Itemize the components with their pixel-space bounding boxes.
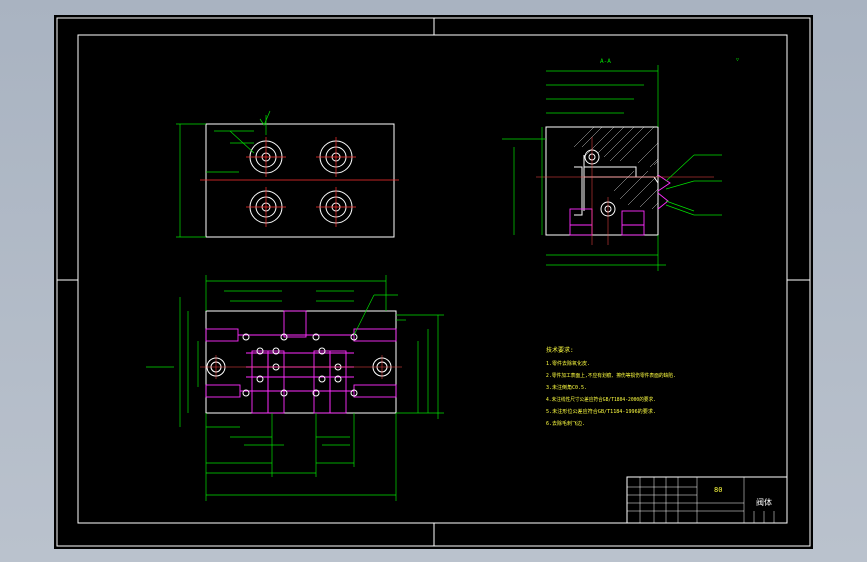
top-view-hole-4	[316, 187, 356, 227]
drawing-sheet: A-A ▽	[54, 15, 813, 549]
tech-note-2: 2.零件加工表面上,不应有划痕、擦伤等损伤零件表面的缺陷.	[546, 372, 676, 379]
tech-note-1: 1.零件去除氧化皮.	[546, 360, 590, 367]
top-view-hole-3	[246, 187, 286, 227]
front-view-small-holes	[242, 333, 358, 397]
title-block: 80 阀体	[626, 476, 788, 524]
drawing-canvas: A-A ▽	[56, 17, 811, 547]
tech-note-3: 3.未注倒角C0.5.	[546, 384, 587, 391]
top-view-hole-1	[246, 137, 286, 177]
top-view	[176, 110, 399, 238]
inner-border	[77, 34, 788, 524]
section-label: A-A	[600, 58, 611, 65]
tech-note-4: 4.未注线性尺寸公差应符合GB/T1804-2000的要求.	[546, 396, 656, 403]
drawing-code: 80	[714, 486, 722, 494]
svg-text:▽: ▽	[736, 57, 739, 63]
front-view	[146, 275, 444, 501]
top-view-hole-2	[316, 137, 356, 177]
outer-border	[56, 17, 811, 547]
part-name: 阀体	[756, 497, 772, 507]
technical-notes: 技术要求: 1.零件去除氧化皮. 2.零件加工表面上,不应有划痕、擦伤等损伤零件…	[546, 346, 676, 427]
tech-notes-title: 技术要求:	[546, 346, 574, 354]
tech-note-6: 6.去除毛刺飞边.	[546, 420, 585, 427]
tech-note-5: 5.未注形位公差应符合GB/T1184-1996的要求.	[546, 408, 656, 415]
section-hatching	[573, 126, 659, 210]
section-view: A-A ▽	[502, 57, 739, 271]
